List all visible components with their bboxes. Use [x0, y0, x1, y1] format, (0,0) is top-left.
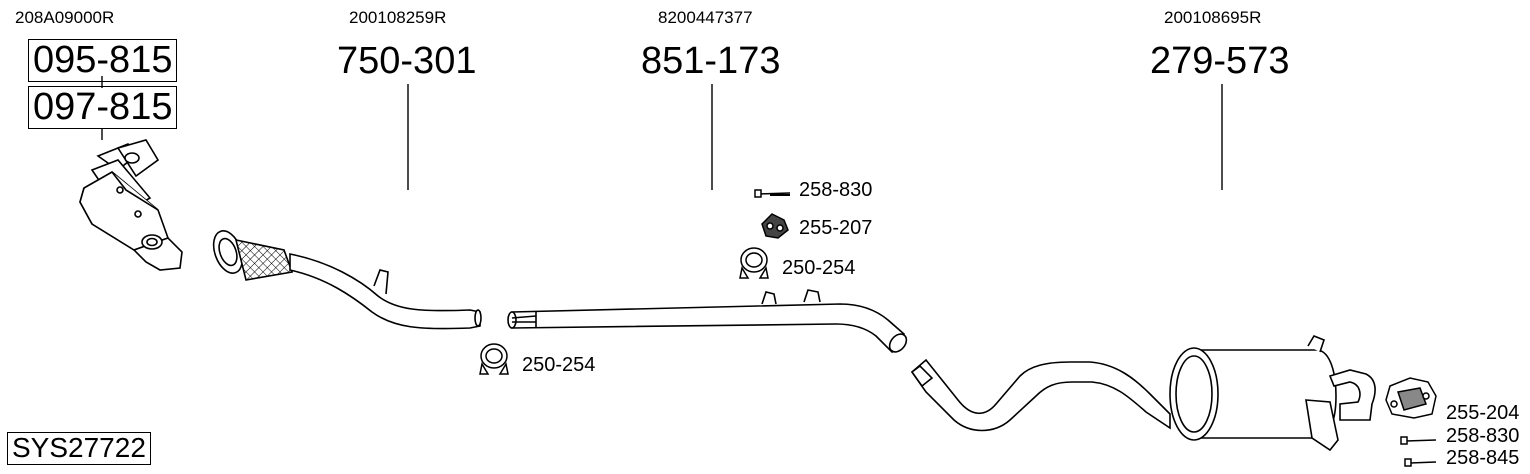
accessory-label-clamp-lower[interactable]: 250-254: [522, 354, 596, 376]
accessory-label-clamp-upper[interactable]: 250-254: [782, 257, 856, 279]
oem-number-front-pipe: 200108259R: [349, 8, 447, 27]
bolt-icon-top[interactable]: [754, 189, 791, 198]
oem-number-catalyst: 208A09000R: [15, 8, 115, 27]
rear-bolt-icon-1[interactable]: [1400, 436, 1437, 445]
front-pipe[interactable]: [208, 227, 482, 330]
clamp-icon-lower[interactable]: [479, 343, 509, 375]
rear-mount-icon[interactable]: [1385, 377, 1437, 419]
accessory-label-rear-bolt-2[interactable]: 258-845: [1446, 447, 1520, 469]
rubber-mount-icon[interactable]: [761, 213, 789, 239]
clamp-icon-upper[interactable]: [739, 247, 769, 279]
part-number-catalyst-1[interactable]: 095-815: [28, 39, 178, 82]
rear-bolt-icon-2[interactable]: [1404, 458, 1437, 467]
part-number-rear-silencer[interactable]: 279-573: [1150, 40, 1290, 82]
accessory-label-bolt[interactable]: 258-830: [799, 179, 873, 201]
system-code: SYS27722: [7, 432, 151, 465]
accessory-label-rear-bolt-1[interactable]: 258-830: [1446, 425, 1520, 447]
oem-number-middle-pipe: 8200447377: [658, 8, 753, 27]
part-number-catalyst-2[interactable]: 097-815: [28, 86, 178, 129]
rear-silencer[interactable]: [910, 335, 1376, 452]
catalytic-converter[interactable]: [79, 139, 183, 271]
part-number-middle-pipe[interactable]: 851-173: [641, 40, 781, 82]
leader-lines: [101, 76, 1223, 190]
middle-pipe[interactable]: [507, 289, 910, 355]
accessory-label-rubber-mount[interactable]: 255-207: [799, 217, 873, 239]
oem-number-rear-silencer: 200108695R: [1164, 8, 1262, 27]
accessory-label-rear-mount[interactable]: 255-204: [1446, 402, 1520, 424]
part-number-front-pipe[interactable]: 750-301: [337, 40, 477, 82]
